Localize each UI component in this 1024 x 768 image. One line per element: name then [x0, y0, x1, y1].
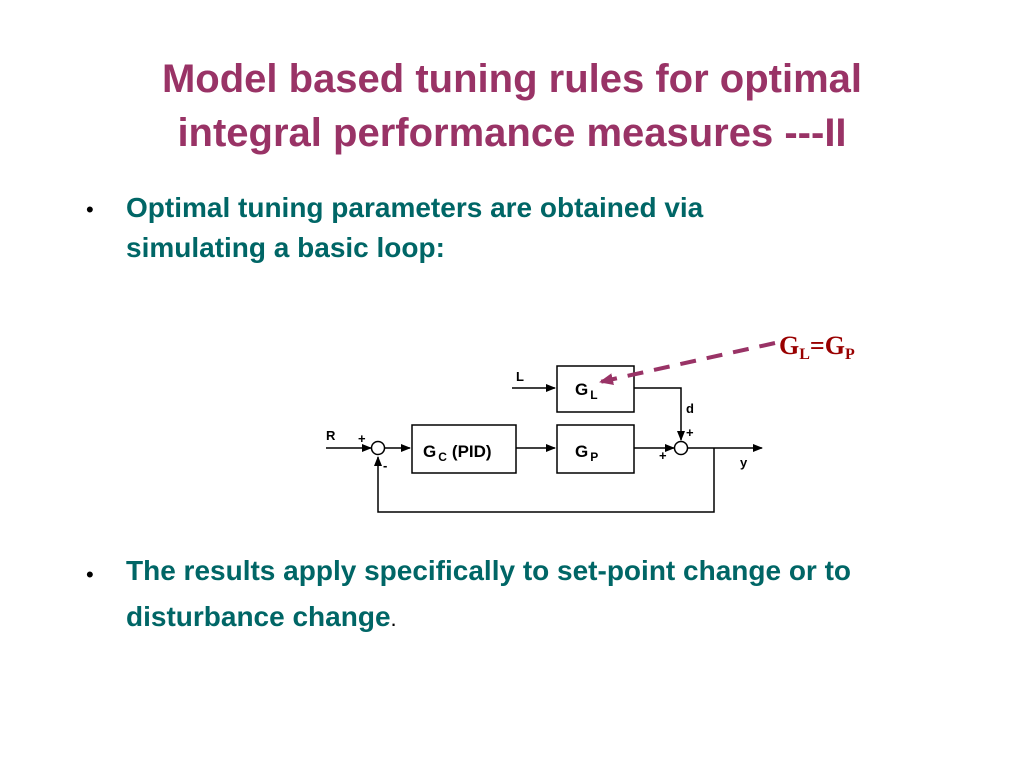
sum2-plus-left-sign: + — [659, 448, 667, 463]
annotation-dashed-arrow — [599, 341, 776, 386]
controller-block — [411, 424, 517, 474]
feedback-path — [374, 448, 715, 513]
sum1-plus-sign: + — [358, 431, 366, 446]
title-line-2: integral performance measures ---II — [177, 111, 847, 155]
gl-equals-gp-annotation: GL=GP — [779, 331, 855, 363]
bullet-text-2-wrap: The results apply specifically to set-po… — [126, 548, 946, 642]
load-block — [556, 365, 635, 413]
summing-junction-1 — [370, 440, 386, 456]
process-block — [556, 424, 635, 474]
disturbance-arrow — [634, 387, 685, 441]
d-label: d — [686, 401, 694, 416]
bullet-dot: • — [86, 562, 94, 587]
summing-junction-2 — [673, 440, 689, 456]
bullet-text-2-period: . — [390, 606, 397, 631]
y-label: y — [740, 455, 748, 470]
title-line-1: Model based tuning rules for optimal — [161, 57, 863, 101]
bullet-text-2: The results apply specifically to set-po… — [126, 555, 852, 632]
l-label: L — [516, 369, 524, 384]
r-label: R — [326, 428, 336, 443]
sum2-plus-top-sign: + — [686, 425, 694, 440]
bullet-text-1: Optimal tuning parameters are obtained v… — [126, 192, 704, 263]
slide-title: Model based tuning rules for optimal int… — [40, 52, 984, 160]
bullet-dot: • — [86, 197, 94, 222]
sum1-minus-sign: - — [383, 458, 387, 473]
